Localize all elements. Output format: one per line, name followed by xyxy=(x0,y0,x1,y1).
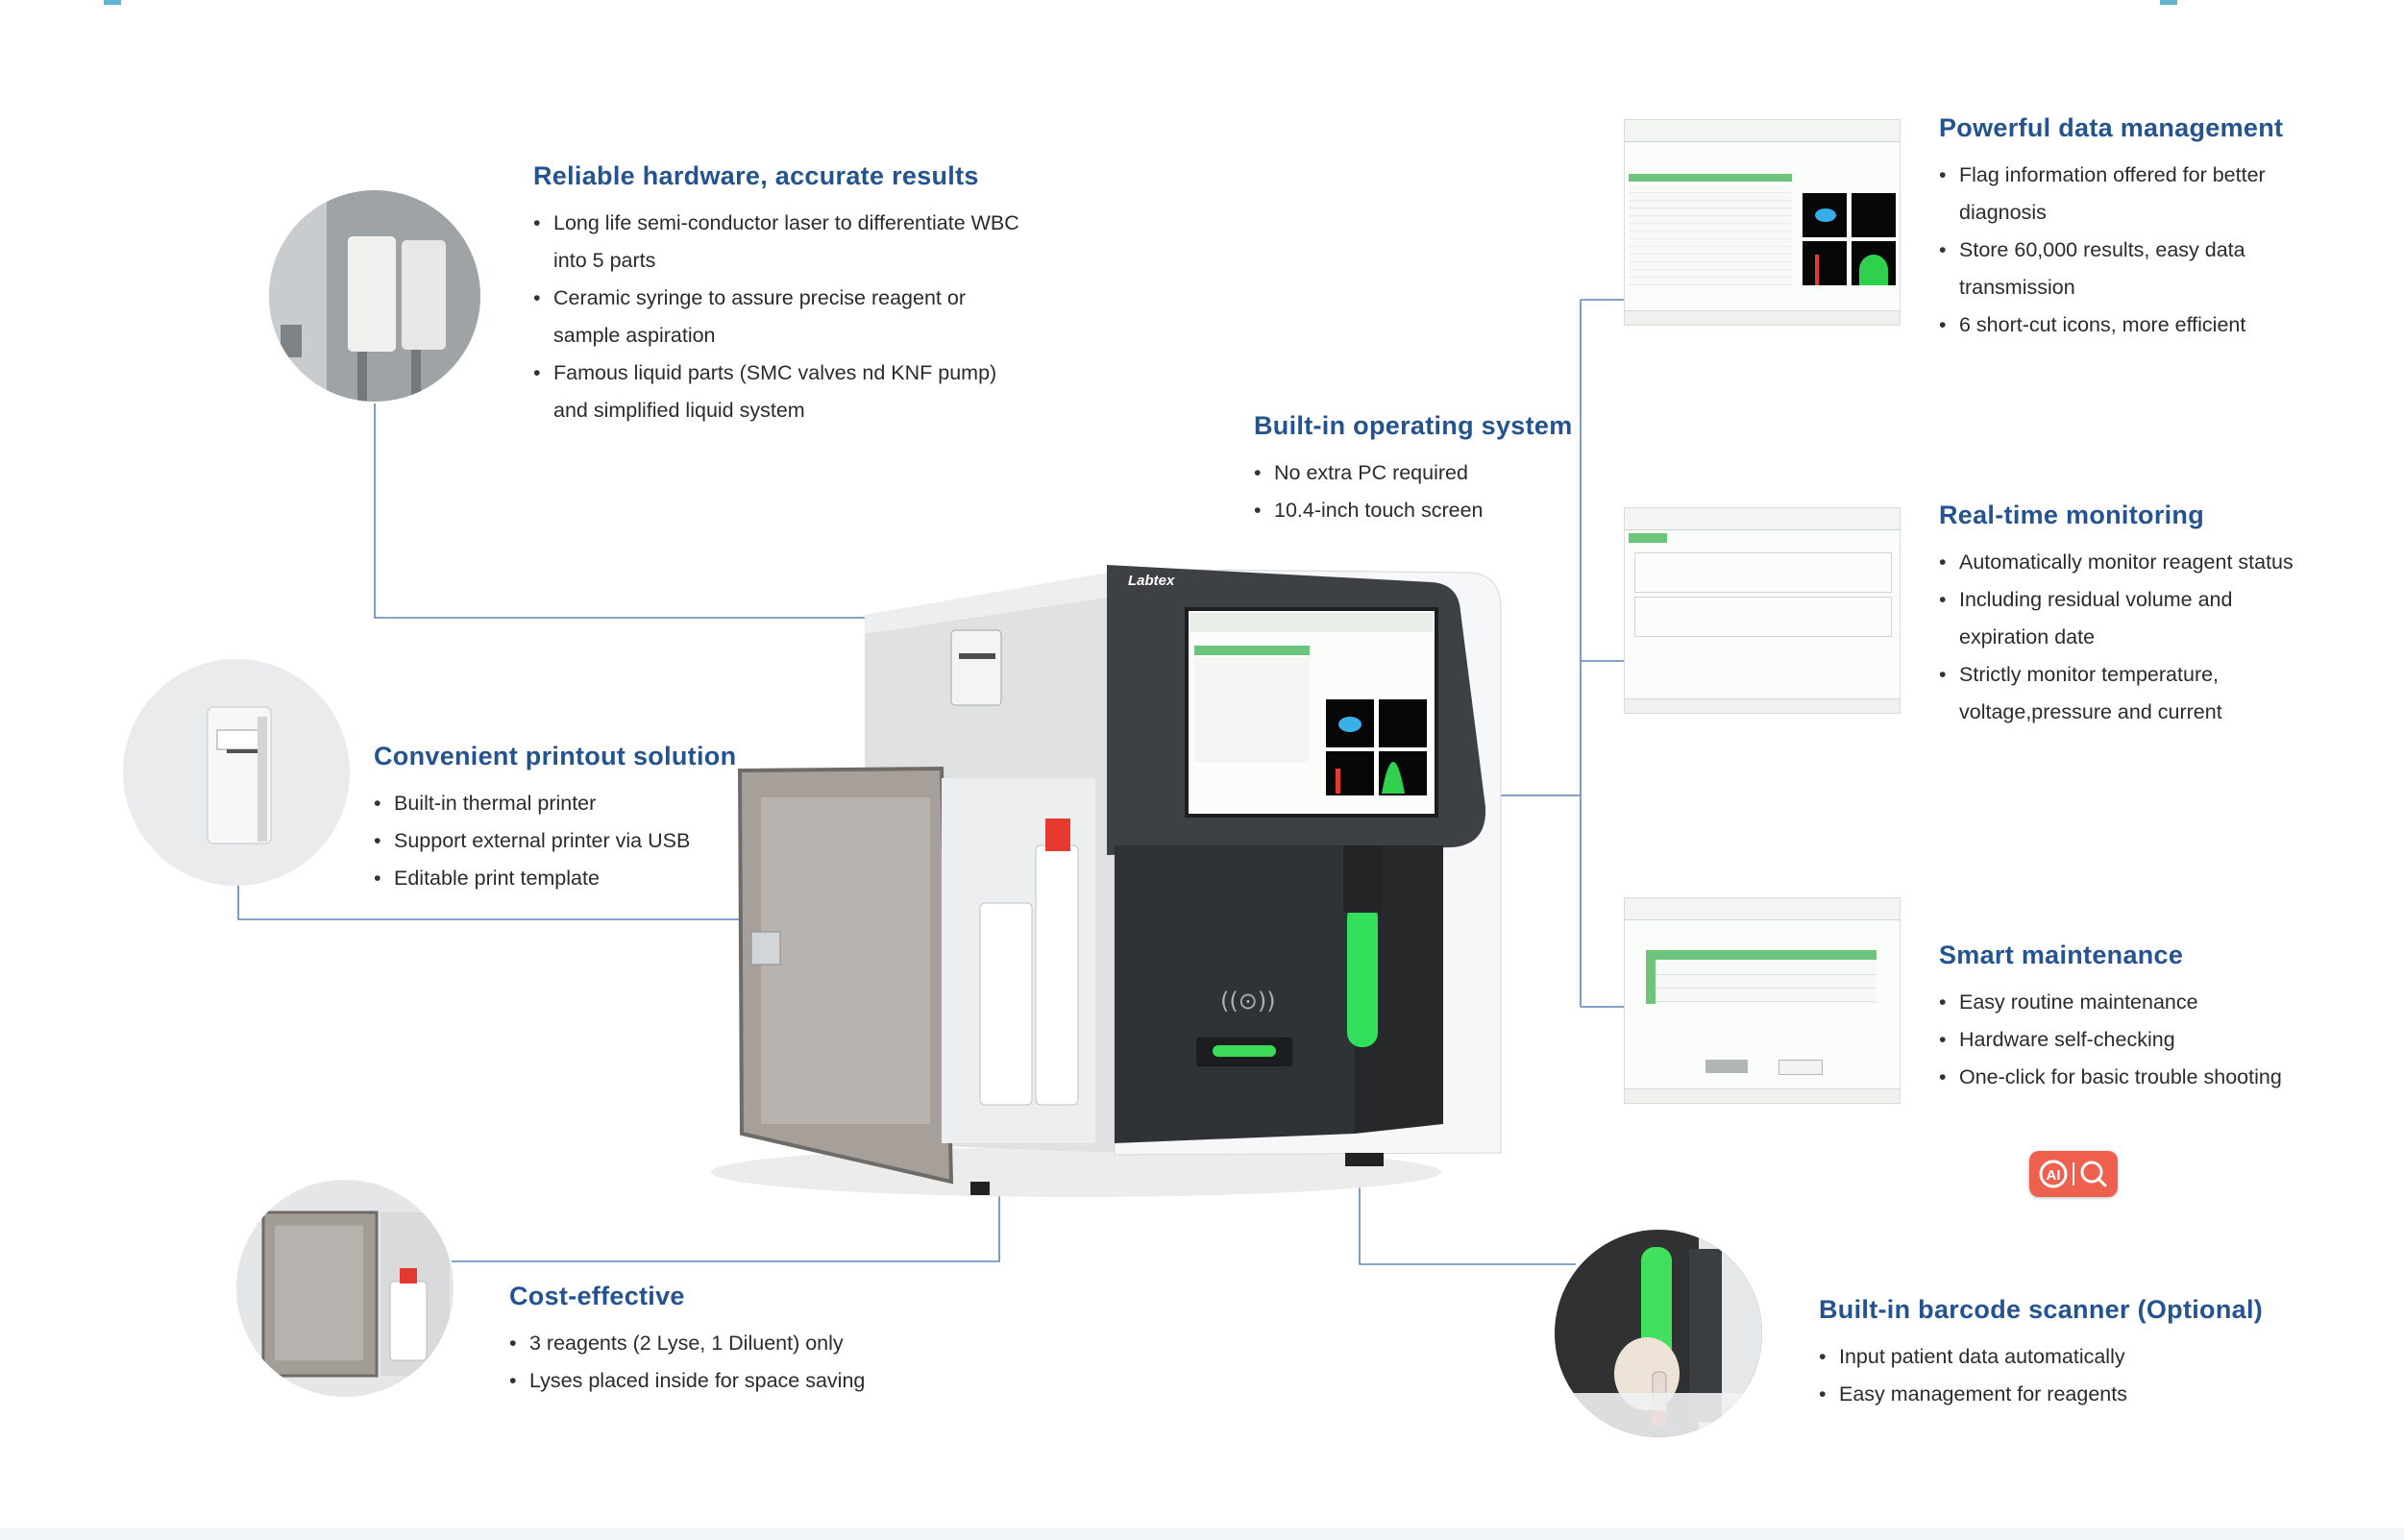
feature-item: Hardware self-checking xyxy=(1939,1021,2362,1059)
feature-item: 10.4-inch touch screen xyxy=(1254,492,1638,529)
feature-real-time-monitoring: Real-time monitoring Automatically monit… xyxy=(1939,501,2323,731)
ai-search-icon: AI xyxy=(2039,1160,2107,1188)
hematology-analyzer-image: ((⊙)) xyxy=(663,557,1509,1230)
feature-reliable-hardware: Reliable hardware, accurate results Long… xyxy=(533,161,1033,429)
feature-title: Powerful data management xyxy=(1939,113,2284,142)
feature-item: Including residual volume and expiration… xyxy=(1939,581,2323,656)
barcode-scanner-closeup-image xyxy=(1555,1230,1762,1437)
feature-item: Input patient data automatically xyxy=(1819,1338,2318,1376)
feature-title: Convenient printout solution xyxy=(374,742,737,770)
feature-title: Smart maintenance xyxy=(1939,941,2184,969)
reagent-compartment-closeup-image xyxy=(236,1180,454,1397)
feature-item: Ceramic syringe to assure precise reagen… xyxy=(533,280,1033,354)
feature-cost-effective: Cost-effective 3 reagents (2 Lyse, 1 Dil… xyxy=(509,1282,932,1400)
right-corner-mark xyxy=(2160,0,2177,5)
feature-title: Built-in barcode scanner (Optional) xyxy=(1819,1295,2264,1324)
bottom-strip xyxy=(0,1528,2404,1540)
feature-item: Strictly monitor temperature, voltage,pr… xyxy=(1939,656,2323,731)
feature-item: Store 60,000 results, easy data transmis… xyxy=(1939,232,2343,306)
feature-item: Famous liquid parts (SMC valves nd KNF p… xyxy=(533,354,1033,429)
data-management-screenshot xyxy=(1624,119,1901,326)
feature-item: Automatically monitor reagent status xyxy=(1939,544,2323,581)
feature-title: Cost-effective xyxy=(509,1282,685,1310)
feature-item: 3 reagents (2 Lyse, 1 Diluent) only xyxy=(509,1325,932,1362)
feature-operating-system: Built-in operating system No extra PC re… xyxy=(1254,411,1638,529)
feature-item: One-click for basic trouble shooting xyxy=(1939,1059,2362,1096)
feature-smart-maintenance: Smart maintenance Easy routine maintenan… xyxy=(1939,941,2362,1096)
printer-closeup-image xyxy=(123,659,350,886)
feature-item: Lyses placed inside for space saving xyxy=(509,1362,932,1400)
real-time-monitoring-screenshot xyxy=(1624,507,1901,714)
feature-printout: Convenient printout solution Built-in th… xyxy=(374,742,777,897)
feature-title: Real-time monitoring xyxy=(1939,501,2205,529)
feature-title: Reliable hardware, accurate results xyxy=(533,161,979,190)
feature-barcode-scanner: Built-in barcode scanner (Optional) Inpu… xyxy=(1819,1295,2318,1413)
feature-item: Editable print template xyxy=(374,860,777,897)
feature-item: Easy routine maintenance xyxy=(1939,984,2362,1021)
ai-search-button[interactable]: AI xyxy=(2029,1151,2118,1197)
svg-text:AI: AI xyxy=(2047,1167,2061,1184)
feature-item: Support external printer via USB xyxy=(374,822,777,860)
svg-text:((⊙)): ((⊙)) xyxy=(1220,988,1276,1014)
feature-item: Flag information offered for better diag… xyxy=(1939,157,2343,232)
feature-data-management: Powerful data management Flag informatio… xyxy=(1939,113,2343,344)
connector-hardware xyxy=(374,403,1071,619)
device-brand-logo: Labtex xyxy=(1128,573,1175,589)
feature-item: Easy management for reagents xyxy=(1819,1376,2318,1413)
feature-item: Long life semi-conductor laser to differ… xyxy=(533,205,1033,280)
laser-module-closeup-image xyxy=(269,190,480,402)
feature-item: Built-in thermal printer xyxy=(374,785,777,822)
left-corner-mark xyxy=(104,0,121,5)
feature-item: No extra PC required xyxy=(1254,454,1638,492)
smart-maintenance-screenshot xyxy=(1624,897,1901,1104)
feature-item: 6 short-cut icons, more efficient xyxy=(1939,306,2343,344)
feature-title: Built-in operating system xyxy=(1254,411,1573,440)
